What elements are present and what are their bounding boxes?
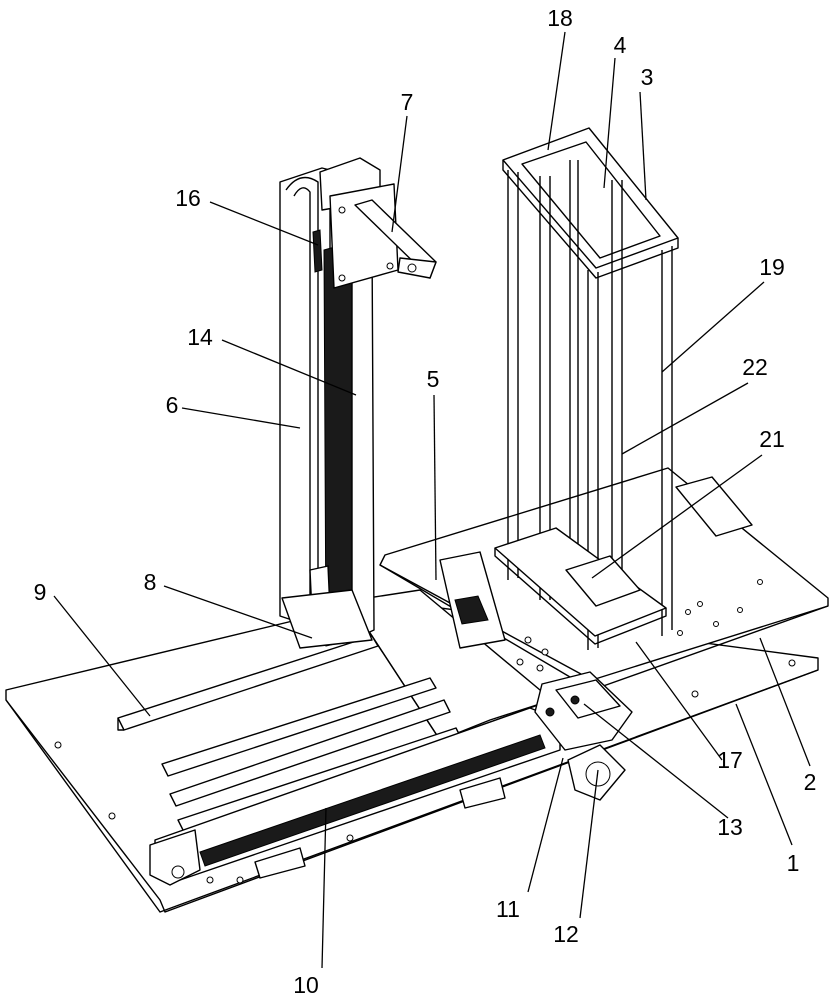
callout-label-12: 12 [553,921,579,947]
leader-line-22 [621,382,749,455]
carriage-block [534,671,633,801]
callout-label-5: 5 [427,366,440,392]
leader-line-18 [547,31,566,151]
leader-line-19 [661,281,765,373]
callout-label-18: 18 [547,5,573,31]
leader-line-14 [221,339,357,396]
callout-label-17: 17 [717,747,743,773]
callout-label-9: 9 [34,579,47,605]
callout-label-1: 1 [787,850,800,876]
callout-label-14: 14 [187,324,213,350]
callout-label-8: 8 [144,569,157,595]
callout-label-4: 4 [614,32,627,58]
lift-slide [312,183,437,289]
callout-label-3: 3 [641,64,654,90]
leader-line-10 [321,807,327,969]
leader-line-4 [603,57,616,189]
leader-line-13 [583,703,729,819]
leader-line-8 [163,585,313,639]
callout-label-2: 2 [804,769,817,795]
linear-rails [117,635,463,833]
leader-line-12 [579,769,599,919]
callout-label-16: 16 [175,185,201,211]
magazine-tower [494,127,679,650]
leader-line-5 [433,394,437,581]
callout-label-7: 7 [401,89,414,115]
leader-line-11 [527,757,564,893]
leader-line-2 [759,637,811,767]
callout-label-22: 22 [742,354,768,380]
callout-label-21: 21 [759,426,785,452]
leader-line-7 [391,115,408,233]
leader-line-21 [591,454,763,579]
leader-line-3 [639,91,647,201]
callout-label-6: 6 [166,392,179,418]
leader-line-17 [635,641,723,761]
callout-label-13: 13 [717,814,743,840]
leader-line-16 [209,201,319,246]
leader-line-1 [735,703,793,846]
callout-label-11: 11 [496,896,520,922]
leader-line-6 [181,407,301,429]
leader-line-9 [53,595,151,717]
ballscrew-actuator [149,707,561,886]
callout-label-10: 10 [293,972,319,998]
callout-label-19: 19 [759,254,785,280]
